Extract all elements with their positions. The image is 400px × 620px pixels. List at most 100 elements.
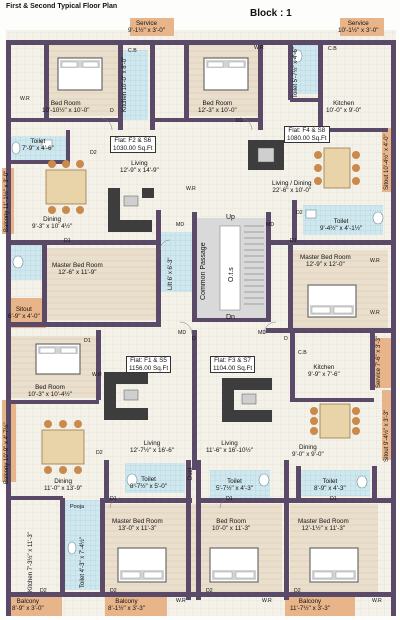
- room-name: Dining: [54, 478, 73, 485]
- sofa: [108, 188, 154, 232]
- room-dim: 10'-10½" x 10'-0": [42, 107, 90, 114]
- room-name: Toilet: [227, 478, 242, 485]
- room-name: Toilet: [293, 83, 299, 98]
- stair-down-label: Dn: [226, 314, 235, 321]
- door-label: D2: [96, 450, 103, 456]
- room-name: Toilet: [333, 218, 349, 225]
- bed: [35, 343, 81, 375]
- main-door-label: MD: [178, 330, 187, 336]
- room-name: Dining: [43, 216, 61, 223]
- sofa: [248, 140, 284, 170]
- sink-fixture: [41, 139, 53, 149]
- wet-area: [210, 470, 270, 500]
- room-dim: 12'-6" x 11'-9": [58, 269, 97, 276]
- room-name: Master Bed Room: [52, 262, 103, 269]
- room-dim: 12'-9" x 14'-9": [120, 167, 159, 174]
- room-dim: 11'-7½" x 3'-3": [290, 605, 331, 612]
- bed: [117, 547, 167, 583]
- room-dim: 8'-7½" x 5'-0": [130, 483, 167, 490]
- wardrobe-label: W.R: [20, 96, 30, 102]
- room-dim: 13'-0" x 11'-3": [118, 525, 157, 532]
- room-dim: 9'-4½" x 3'-3": [384, 409, 390, 445]
- bed: [209, 547, 259, 583]
- room-dim: 12'-3" x 10'-0": [198, 107, 237, 114]
- service-area: [374, 338, 394, 388]
- room-dim: 7'-3½" x 11'-3": [28, 532, 34, 571]
- room-dim: 7'-9" x 4'-6": [22, 145, 54, 152]
- room-dim: 11'-0" x 13'-9": [44, 485, 83, 492]
- room-dim: 9'-9" x 7'-6": [308, 371, 340, 378]
- room-label-kitchen: Kitchen 7'-3½" x 11'-3": [28, 532, 34, 592]
- room-name: Master Bed Room: [112, 518, 163, 525]
- room-name: Master Bed Room: [298, 518, 349, 525]
- room-name: Bed Room: [216, 518, 247, 525]
- wet-area: [303, 205, 383, 235]
- room-name: Living / Dining: [272, 180, 312, 187]
- room-name: Balcony: [298, 598, 322, 605]
- flat-label-f4: Flat: F4 & S8 1080.00 Sq.Ft: [284, 126, 330, 143]
- flat-label-f2: Flat: F2 & S6 1030.00 Sq.Ft: [110, 136, 156, 153]
- room-label-sitout: Sitout 10'-4½" x 4'-0": [384, 134, 390, 190]
- room-dim: 10'-0" x 8'-0": [122, 56, 128, 91]
- cupboard-label: C.B: [298, 350, 307, 356]
- bed: [307, 284, 357, 318]
- room-dim: 4'-3" x 7'-4½": [80, 537, 86, 573]
- room-name: Kitchen: [313, 364, 335, 371]
- room-name: Service: [376, 367, 382, 388]
- room-dim: 6' x 6'-3": [168, 257, 174, 281]
- flat-label-f1: Flat: F1 & S5 1156.00 Sq.Ft: [126, 356, 172, 373]
- room-name: Service: [347, 20, 369, 27]
- room-dim: 7'-6" x 3'-3": [376, 336, 382, 367]
- bed: [203, 57, 249, 91]
- room-dim: 10'-9" x 4'-7½": [4, 422, 10, 461]
- room-name: Living: [221, 440, 238, 447]
- door-label: D: [284, 336, 288, 342]
- room-label-balcony: Balcony 10'-9" x 4'-7½": [4, 422, 10, 484]
- flat-name: Flat: F1 & S5: [130, 357, 167, 364]
- balcony-area: [105, 596, 167, 616]
- room-dim: 12'-1½" x 11'-3": [301, 525, 346, 532]
- room-dim: 11'-6" x 16'-10½": [206, 447, 254, 454]
- door-label: D2: [40, 588, 47, 594]
- room-label-lift: Lift 6' x 6'-3": [168, 258, 174, 290]
- wc-fixture: [11, 141, 21, 155]
- room-dim: 8'-9" x 3'-0": [12, 605, 44, 612]
- flat-area: 1156.00 Sq.Ft: [129, 364, 169, 372]
- stair-up-label: Up: [226, 214, 235, 221]
- room-name: Sitout: [384, 446, 390, 462]
- door-label: D1: [226, 496, 233, 502]
- room-label-balcony: Balcony 11'-1½" x 3'-0": [4, 171, 10, 232]
- wardrobe-label: W.R: [372, 598, 382, 604]
- room-dim: 22'-6" x 10'-0": [272, 187, 312, 194]
- room-name: Sitout: [15, 306, 32, 313]
- room-dim: 10'-0" x 11'-3": [212, 525, 251, 532]
- door-label: D2: [294, 588, 301, 594]
- room-name: Kitchen: [28, 571, 34, 592]
- room-dim: 10'-0" x 9'-0": [326, 107, 362, 114]
- wc-fixture: [258, 473, 270, 487]
- cupboard-label: C.B: [328, 46, 337, 52]
- room-name: Service: [135, 20, 157, 27]
- room-name: Toilet: [322, 478, 338, 485]
- flat-area: 1030.00 Sq.Ft: [113, 144, 153, 152]
- room-dim: 9'-0" x 9'-0": [292, 451, 324, 458]
- room-name: Lift: [168, 281, 174, 290]
- room-name: Balcony: [16, 598, 40, 605]
- room-dim: 6'-9" x 4'-0": [8, 313, 40, 320]
